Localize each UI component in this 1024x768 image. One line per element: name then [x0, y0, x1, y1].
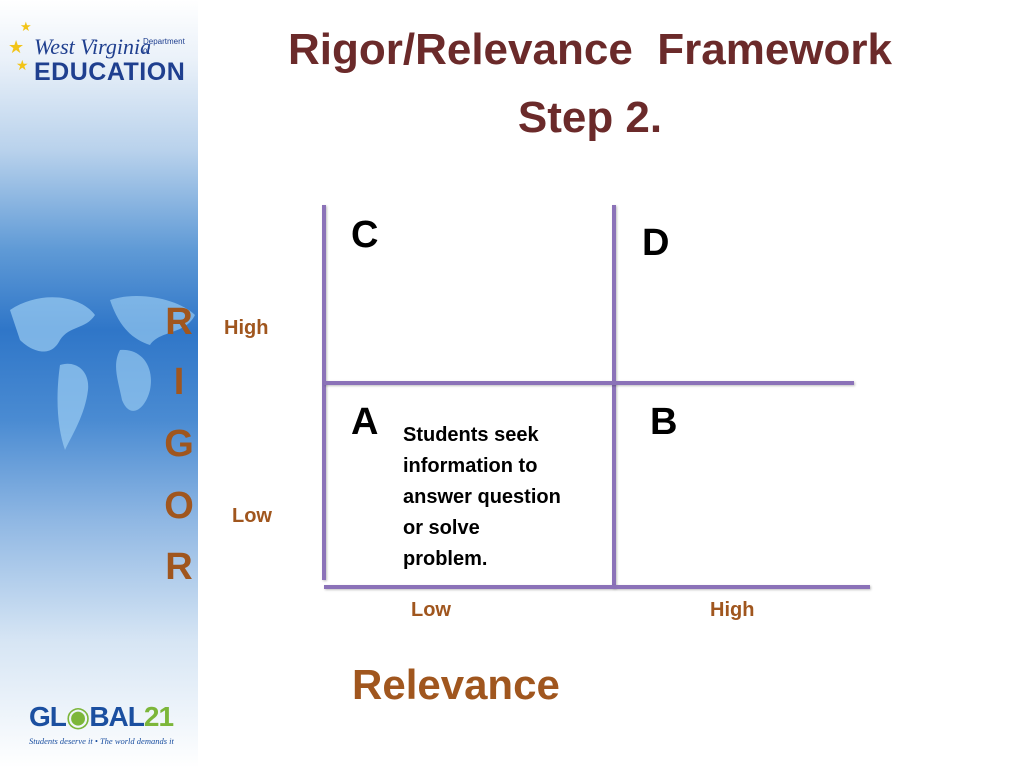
- wv-department-of-education-logo: ★ ★ ★ West Virginia Department of EDUCAT…: [6, 16, 191, 86]
- slide-title: Rigor/Relevance Framework: [287, 25, 892, 74]
- quadrant-c-label: C: [351, 214, 379, 256]
- decorative-sidebar: ★ ★ ★ West Virginia Department of EDUCAT…: [0, 0, 198, 768]
- star-icon: ★: [8, 37, 25, 57]
- relevance-low-label: Low: [411, 599, 451, 621]
- rigor-letter: G: [164, 423, 194, 465]
- world-map-graphic: [10, 295, 195, 450]
- wv-logo-education: EDUCATION: [34, 58, 186, 86]
- quadrant-d-label: D: [642, 222, 670, 264]
- wv-logo-dept: Department of: [143, 37, 185, 55]
- rigor-low-label: Low: [232, 505, 272, 527]
- globe-icon: ◉: [65, 701, 90, 732]
- quadrant-a-label: A: [351, 401, 379, 443]
- rigor-high-label: High: [224, 317, 269, 339]
- quadrant-b-label: B: [650, 401, 678, 443]
- quadrant-a-description: Students seek information to answer ques…: [403, 424, 561, 570]
- star-icon: ★: [16, 57, 29, 73]
- rigor-letter: I: [173, 361, 185, 403]
- grid-center-vertical-line: [612, 205, 616, 588]
- rigor-letter: R: [165, 301, 193, 343]
- global21-wordmark: GL◉BAL21: [29, 701, 174, 732]
- relevance-high-label: High: [710, 599, 755, 621]
- wv-logo-script: West Virginia: [34, 34, 152, 59]
- global21-logo: GL◉BAL21 Students deserve it • The world…: [25, 696, 195, 756]
- relevance-axis-title: Relevance: [352, 661, 560, 708]
- grid-left-vertical-line: [322, 205, 326, 580]
- grid-bottom-horizontal-line: [324, 585, 870, 589]
- global21-tagline: Students deserve it • The world demands …: [29, 736, 174, 746]
- star-icon: ★: [20, 19, 32, 34]
- rigor-letter: O: [164, 485, 194, 527]
- slide-subtitle: Step 2.: [517, 93, 663, 142]
- grid-middle-horizontal-line: [324, 381, 854, 385]
- rigor-letter: R: [165, 546, 193, 588]
